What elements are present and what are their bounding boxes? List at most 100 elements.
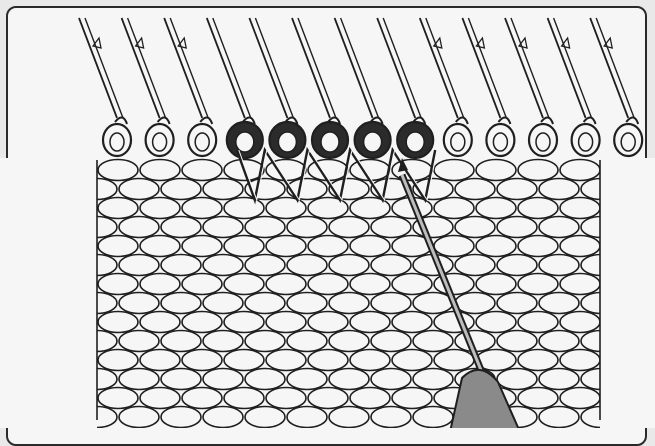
stitch <box>560 160 600 181</box>
stitch <box>476 274 516 295</box>
needle-shaft <box>505 18 543 118</box>
stitch <box>539 255 579 276</box>
stitch <box>350 198 390 219</box>
stitch <box>560 198 600 219</box>
stitch <box>182 160 222 181</box>
stitch <box>539 217 579 238</box>
stitch <box>434 350 474 371</box>
stitch <box>98 198 138 219</box>
stitch <box>329 255 369 276</box>
stitch <box>350 312 390 333</box>
stitch <box>518 198 558 219</box>
stitch <box>203 369 243 390</box>
needle-shaft-edge <box>426 18 464 118</box>
stitch <box>140 160 180 181</box>
knitting-diagram <box>0 0 655 428</box>
needle-shaft-edge <box>383 18 421 118</box>
stitch <box>308 350 348 371</box>
needle-shaft-edge <box>596 18 634 118</box>
stitch <box>245 293 285 314</box>
stitch <box>224 312 264 333</box>
stitch <box>455 255 495 276</box>
stitch <box>539 293 579 314</box>
stitch <box>518 312 558 333</box>
illustration <box>0 0 655 428</box>
stitch <box>434 198 474 219</box>
stitch <box>518 388 558 409</box>
stitch <box>560 350 600 371</box>
stitch <box>203 407 243 428</box>
stitch-hooks <box>103 117 642 158</box>
stitch <box>182 198 222 219</box>
stitch <box>434 160 474 181</box>
stitch <box>245 331 285 352</box>
stitch <box>287 293 327 314</box>
needle-shaft-edge <box>554 18 592 118</box>
stitch <box>413 407 453 428</box>
stitch <box>329 331 369 352</box>
stitch <box>266 388 306 409</box>
needle-shaft-edge <box>511 18 549 118</box>
stitch <box>245 369 285 390</box>
stitch <box>434 236 474 257</box>
stitch-inner <box>195 133 209 151</box>
needle-shaft <box>164 18 202 118</box>
stitch <box>371 407 411 428</box>
stitch <box>476 312 516 333</box>
stitch <box>161 407 201 428</box>
stitch <box>203 255 243 276</box>
stitch <box>560 312 600 333</box>
stitch <box>392 350 432 371</box>
stitch <box>497 179 537 200</box>
stitch <box>182 350 222 371</box>
stitch-inner <box>406 132 424 152</box>
stitch <box>518 274 558 295</box>
stitch <box>476 198 516 219</box>
needle-shaft <box>462 18 500 118</box>
stitch <box>350 350 390 371</box>
stitch <box>119 407 159 428</box>
stitch <box>140 350 180 371</box>
stitch <box>392 312 432 333</box>
needle-shaft <box>249 18 287 118</box>
stitch <box>371 217 411 238</box>
stitch <box>182 274 222 295</box>
needle-shaft-edge <box>298 18 336 118</box>
stitch <box>98 274 138 295</box>
stitch-inner <box>364 132 382 152</box>
needle-shaft-edge <box>341 18 379 118</box>
stitch <box>224 388 264 409</box>
stitch <box>266 350 306 371</box>
stitch <box>371 369 411 390</box>
stitch <box>413 369 453 390</box>
stitch <box>287 369 327 390</box>
needle-shaft-edge <box>468 18 506 118</box>
stitch-inner <box>110 133 124 151</box>
stitch <box>140 312 180 333</box>
stitch <box>224 198 264 219</box>
stitch-inner <box>493 133 507 151</box>
stitch-inner <box>236 132 254 152</box>
stitch <box>161 331 201 352</box>
stitch <box>539 369 579 390</box>
stitch <box>203 293 243 314</box>
stitch <box>98 350 138 371</box>
stitch <box>287 255 327 276</box>
stitch <box>371 293 411 314</box>
stitch <box>539 407 579 428</box>
needle-bed <box>79 18 634 118</box>
stitch <box>497 217 537 238</box>
stitch <box>308 312 348 333</box>
stitch <box>560 274 600 295</box>
stitch <box>119 369 159 390</box>
stitch-inner <box>153 133 167 151</box>
stitch <box>182 388 222 409</box>
needle-shaft <box>590 18 628 118</box>
stitch <box>308 274 348 295</box>
stitch <box>560 236 600 257</box>
stitch-inner <box>451 133 465 151</box>
stitch <box>98 160 138 181</box>
stitch <box>455 293 495 314</box>
stitch <box>518 236 558 257</box>
needle-shaft <box>292 18 330 118</box>
